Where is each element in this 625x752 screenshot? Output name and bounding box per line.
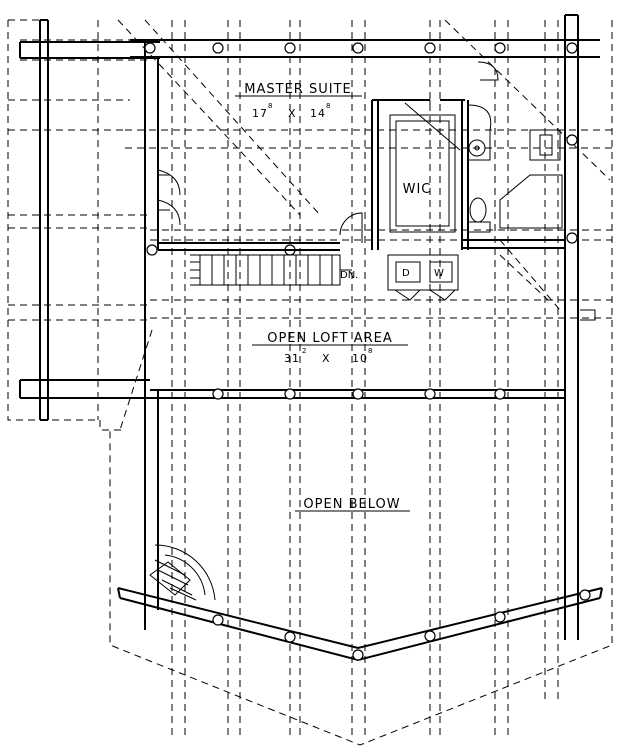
open-loft-width-in: 2	[302, 347, 306, 355]
open-loft-label: OPEN LOFT AREA	[267, 331, 393, 346]
washer-label: W	[434, 268, 444, 279]
bath-fixtures	[467, 139, 491, 233]
open-loft-depth-ft: 10	[352, 352, 368, 365]
master-suite-depth-ft: 14	[310, 107, 326, 120]
master-suite-width-in: 8	[268, 102, 272, 110]
open-below-label: OPEN BELOW	[303, 497, 400, 512]
master-suite-label: MASTER SUITE	[244, 82, 351, 97]
dryer-label: D	[402, 268, 410, 279]
log-walls	[19, 14, 603, 662]
master-suite-depth-in: 8	[326, 102, 330, 110]
wic-label: WIC	[403, 182, 432, 197]
laundry	[387, 254, 459, 301]
closet-doors	[157, 61, 499, 226]
open-loft-by: X	[322, 352, 331, 365]
stair	[190, 254, 352, 286]
open-loft-width-ft: 31	[284, 352, 300, 365]
interior-walls	[158, 99, 565, 251]
room-labels: MASTER SUITE 17 8 X 14 8 WIC DN. D W OPE…	[235, 82, 444, 512]
spiral-stair	[149, 544, 216, 601]
stair-dn-label: DN.	[340, 270, 358, 281]
master-suite-width-ft: 17	[252, 107, 268, 120]
open-loft-depth-in: 8	[368, 347, 372, 355]
master-suite-by: X	[288, 107, 297, 120]
